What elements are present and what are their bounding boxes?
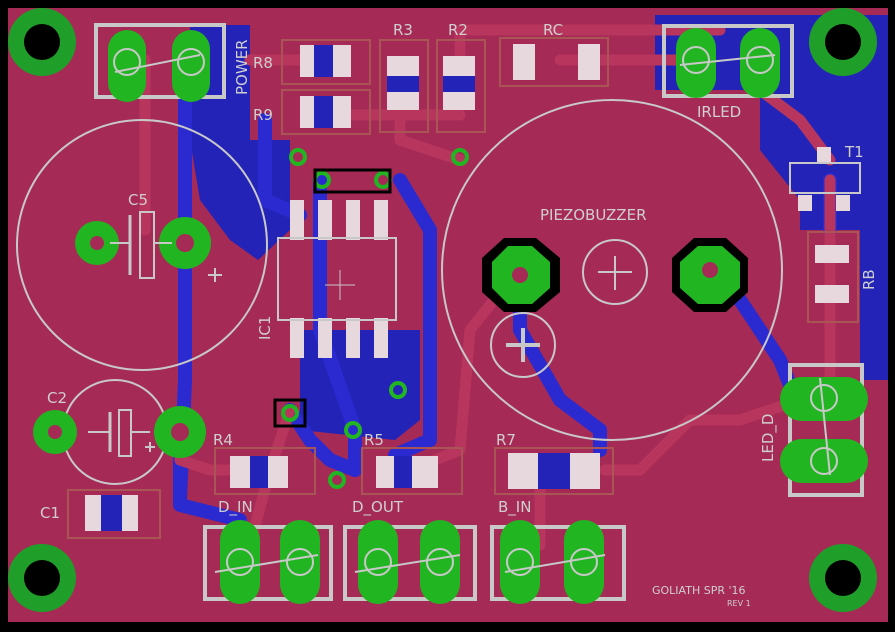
c2-capacitor (33, 406, 206, 458)
label-d-in: D_IN (218, 498, 253, 517)
label-d-out: D_OUT (352, 498, 404, 517)
label-r5: R5 (364, 431, 384, 449)
label-rc: RC (543, 21, 563, 39)
c5-capacitor (75, 211, 211, 279)
silkscreen-marks (145, 256, 632, 452)
label-r9: R9 (253, 106, 273, 124)
smd-rb (807, 231, 859, 323)
label-piezo: PIEZOBUZZER (540, 206, 647, 224)
smd-r4 (214, 447, 316, 495)
smd-r9 (281, 89, 371, 135)
d-out-header (343, 520, 477, 604)
label-revision: REV 1 (727, 599, 751, 608)
label-ic1: IC1 (256, 316, 274, 340)
label-rb: RB (860, 269, 878, 290)
mount-hole-top-left (8, 8, 76, 76)
mount-hole-top-right (809, 8, 877, 76)
piezo-outline (441, 99, 783, 441)
mount-hole-bottom-left (8, 544, 76, 612)
mounting-holes (8, 8, 877, 612)
label-c2: C2 (47, 389, 67, 407)
b-in-header (490, 520, 626, 604)
irled-header (662, 24, 794, 98)
c5-outline (16, 119, 268, 371)
label-r3: R3 (393, 21, 413, 39)
label-credit: GOLIATH SPR '16 (652, 584, 746, 597)
smd-c1 (67, 489, 161, 539)
smd-t1 (789, 147, 861, 211)
label-power: POWER (233, 39, 251, 95)
d-in-header (203, 520, 333, 604)
ic1-chip (277, 200, 397, 358)
label-r7: R7 (496, 431, 516, 449)
label-c5: C5 (128, 191, 148, 209)
via-bridge (273, 168, 392, 428)
smd-r2 (436, 39, 486, 133)
smd-r8 (281, 39, 371, 85)
smd-r7 (494, 447, 614, 495)
mount-hole-bottom-right (809, 544, 877, 612)
label-t1: T1 (844, 143, 864, 161)
label-irled: IRLED (697, 103, 741, 121)
label-b-in: B_IN (498, 498, 531, 517)
smd-rc (499, 37, 609, 87)
label-r2: R2 (448, 21, 468, 39)
label-led-d: LED_D (759, 414, 778, 462)
label-c1: C1 (40, 504, 60, 522)
label-r4: R4 (213, 431, 233, 449)
label-r8: R8 (253, 54, 273, 72)
power-header (94, 23, 226, 102)
smd-r5 (361, 447, 463, 495)
smd-r3 (379, 39, 429, 133)
led-d-header (780, 363, 868, 497)
piezo-center-mark (582, 239, 648, 305)
piezo-pads (482, 238, 748, 312)
piezo-plus-mark (490, 312, 556, 378)
